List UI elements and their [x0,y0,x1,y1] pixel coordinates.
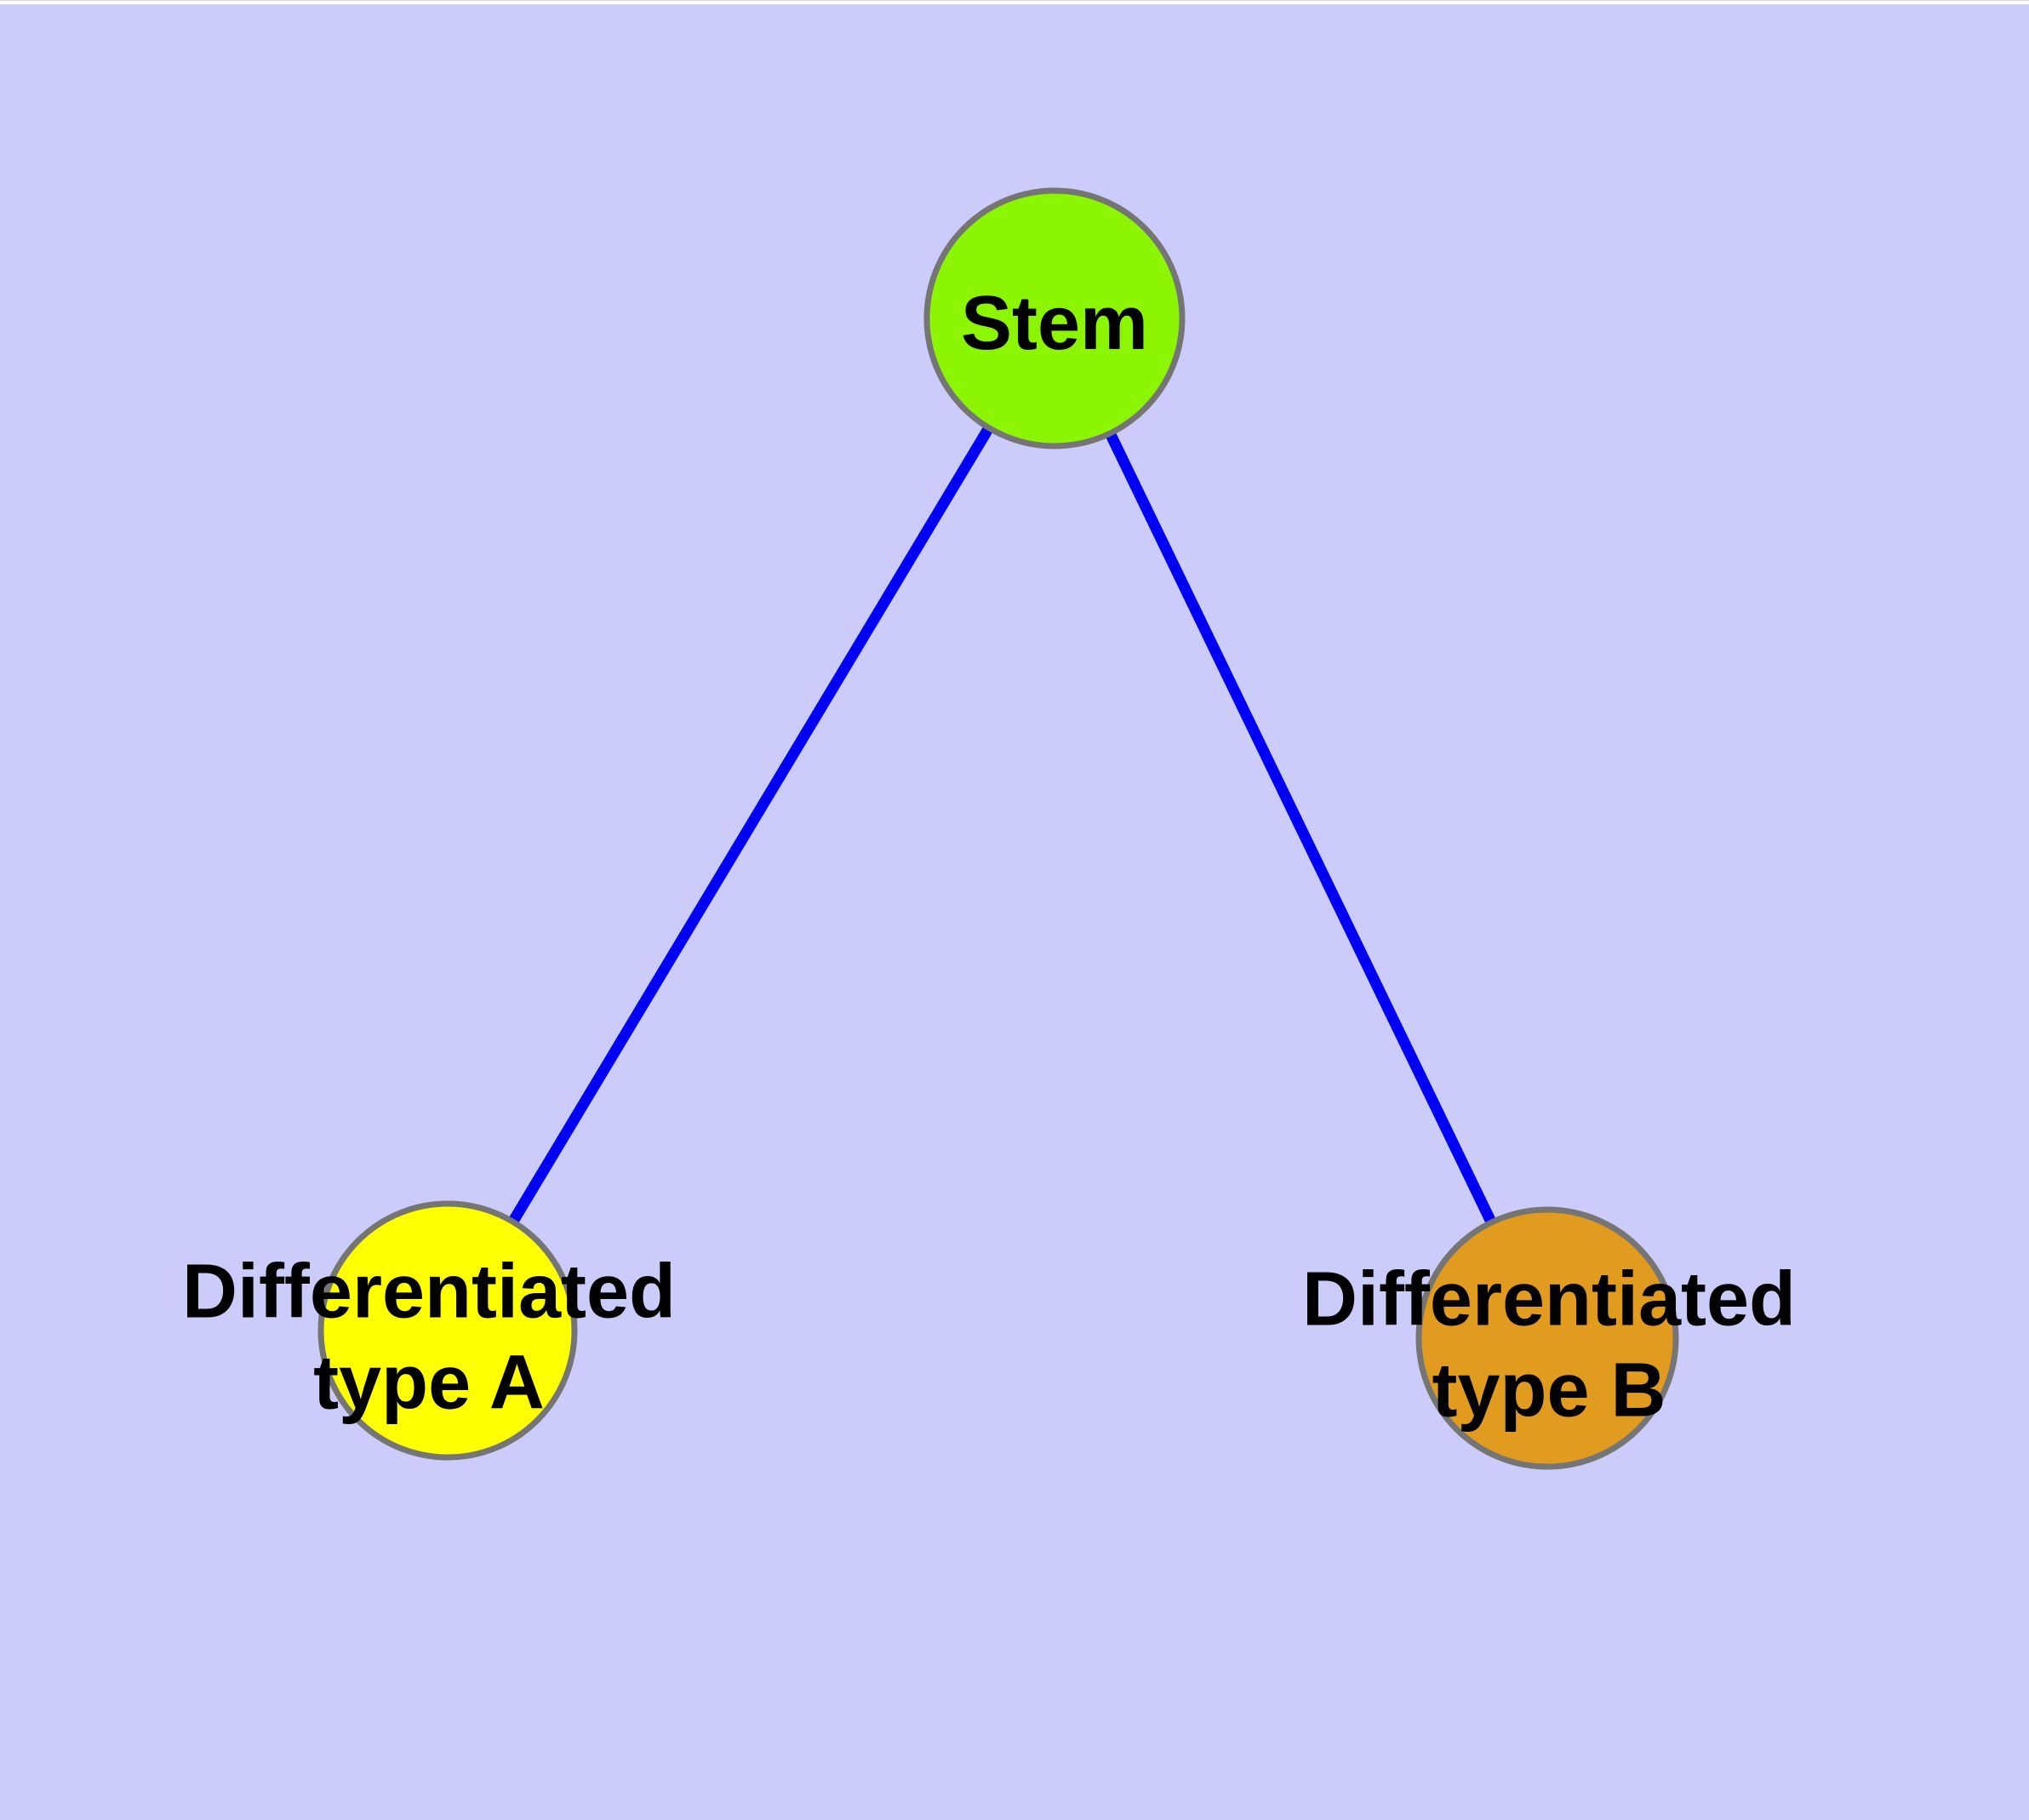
differentiated-type-a-node-label-line-1: Differentiated [182,1250,676,1335]
differentiated-type-b-node-label-line-1: Differentiated [1302,1257,1796,1342]
edge-stem-to-diff-a [443,315,1060,1334]
differentiated-type-a-node-circle [317,1200,578,1461]
stem-node-label: Stem [961,281,1148,366]
top-margin-strip [0,0,2029,4]
differentiated-type-b-node-label-line-2: type B [1432,1348,1666,1434]
stem-node-circle [923,187,1186,449]
differentiated-type-b-node-circle [1415,1206,1679,1470]
edge-stem-to-diff-b [1049,316,1552,1341]
differentiated-type-a-node-label-line-2: type A [313,1341,545,1426]
stem-node-label-line-1: Stem [961,281,1148,366]
